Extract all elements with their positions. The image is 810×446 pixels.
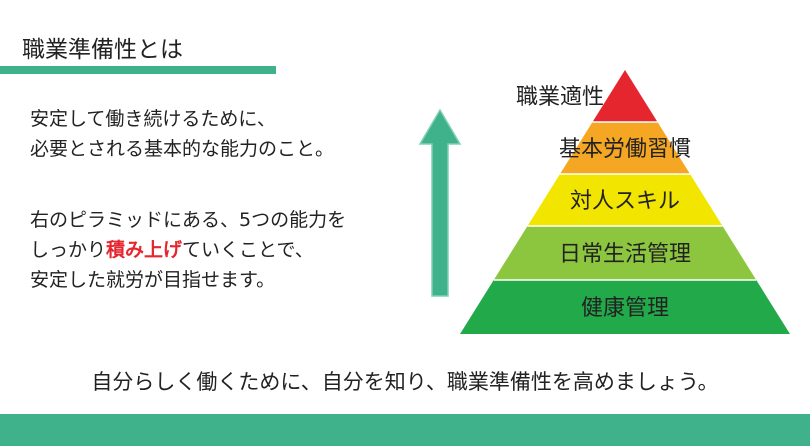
footer-message: 自分らしく働くために、自分を知り、職業準備性を高めましょう。	[91, 370, 719, 394]
description-line-2: しっかり積み上げていくことで、	[30, 235, 346, 265]
pyramid-level-4	[493, 226, 757, 280]
intro-text: 安定して働き続けるために、 必要とされる基本的な能力のこと。	[30, 104, 334, 164]
pyramid-level-2	[560, 122, 690, 174]
page-title: 職業準備性とは	[22, 37, 183, 63]
description-line-3: 安定した就労が目指せます。	[30, 269, 276, 291]
description-line-1: 右のピラミッドにある、5つの能力を	[30, 209, 347, 231]
up-arrow-icon	[418, 108, 462, 297]
pyramid-level-1	[592, 70, 658, 122]
description-text: 右のピラミッドにある、5つの能力を しっかり積み上げていくことで、 安定した就労…	[30, 205, 346, 295]
pyramid-level-3	[527, 174, 723, 226]
pyramid-label-3: 対人スキル	[570, 189, 680, 214]
pyramid-label-5: 健康管理	[581, 296, 669, 321]
pyramid-label-4: 日常生活管理	[559, 242, 691, 267]
intro-line-2: 必要とされる基本的な能力のこと。	[30, 138, 335, 160]
description-line-2-post: ていくことで、	[182, 239, 314, 261]
description-line-2-pre: しっかり	[30, 239, 107, 261]
pyramid-label-2: 基本労働習慣	[559, 137, 691, 162]
pyramid-level-5	[460, 280, 790, 334]
pyramid-label-1: 職業適性	[516, 85, 604, 110]
title-underline	[0, 66, 276, 74]
highlight-text: 積み上げ	[106, 239, 183, 261]
intro-line-1: 安定して働き続けるために、	[30, 108, 276, 130]
footer-bar	[0, 414, 810, 446]
